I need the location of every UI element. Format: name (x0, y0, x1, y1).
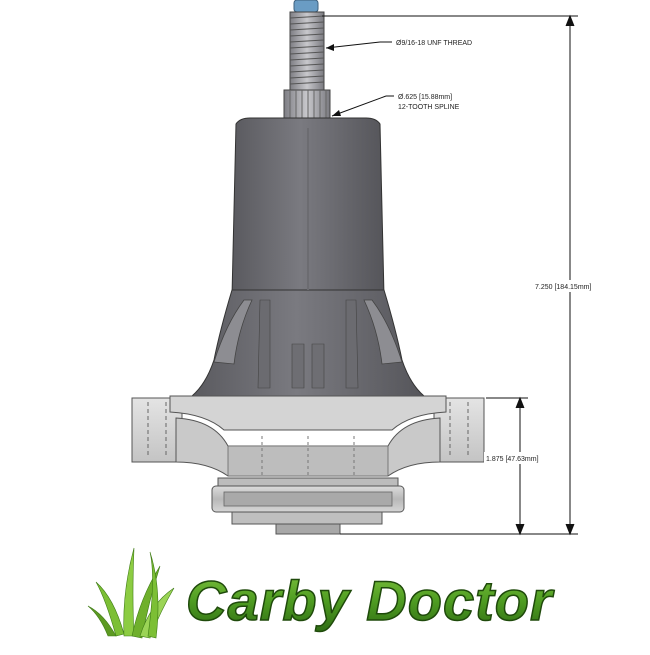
thread-annotation: Ø9/16-18 UNF THREAD (396, 40, 472, 47)
grass-icon (87, 547, 175, 639)
spline-diameter-annotation: Ø.625 [15.88mm] (398, 94, 452, 101)
shaft (283, 0, 331, 127)
overall-height-label-bg (532, 280, 608, 292)
flange-height-annotation: 1.875 [47.63mm] (486, 456, 539, 463)
thread-lines (289, 15, 325, 85)
dimension-lines (322, 14, 578, 536)
spindle-body (190, 117, 426, 397)
flange-height-label-bg (484, 452, 556, 464)
mounting-flange (131, 395, 485, 477)
shaft-cap (293, 0, 319, 13)
pulley (211, 477, 405, 535)
overall-height-annotation: 7.250 [184.15mm] (535, 284, 591, 291)
spline-teeth-annotation: 12-TOOTH SPLINE (398, 104, 460, 111)
brand-logo-text: Carby Doctor (186, 569, 555, 632)
